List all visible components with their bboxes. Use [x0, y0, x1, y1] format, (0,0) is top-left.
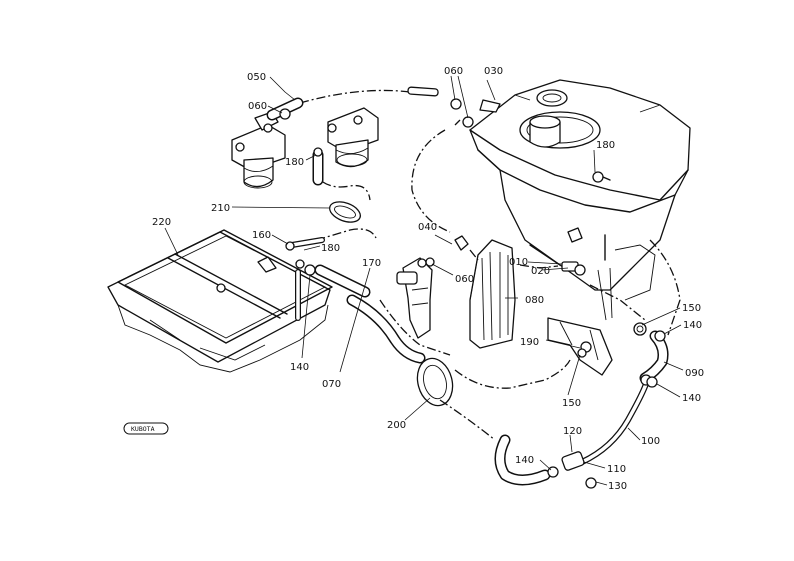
callout-060-left: 060 — [248, 101, 267, 112]
callout-190: 190 — [520, 337, 539, 348]
callout-210: 210 — [211, 203, 230, 214]
callout-180-base: 180 — [321, 243, 340, 254]
callout-080: 080 — [525, 295, 544, 306]
callout-060-mid: 060 — [455, 274, 474, 285]
callout-010: 010 — [509, 257, 528, 268]
small-fittings — [279, 98, 666, 388]
injection-pump — [396, 235, 469, 339]
callout-060-top: 060 — [444, 66, 463, 77]
callout-220: 220 — [152, 217, 171, 228]
callout-150-bracket: 150 — [562, 398, 581, 409]
callout-160: 160 — [252, 230, 271, 241]
callout-140-right-top: 140 — [683, 320, 702, 331]
callout-050: 050 — [247, 72, 266, 83]
hose-band-200 — [416, 357, 454, 407]
callout-070: 070 — [322, 379, 341, 390]
callout-170: 170 — [362, 258, 381, 269]
callout-110: 110 — [607, 464, 626, 475]
hose-clamp-210 — [329, 201, 361, 223]
callout-020: 020 — [531, 266, 550, 277]
callout-140-base: 140 — [290, 362, 309, 373]
callout-090: 090 — [685, 368, 704, 379]
fuel-tank-base-plate — [107, 229, 333, 373]
callout-180-tank: 180 — [596, 140, 615, 151]
tank-bracket — [547, 317, 613, 376]
stamp-text: KUBOTA — [131, 425, 155, 433]
fuel-tank — [469, 79, 691, 321]
fuel-hoses — [266, 97, 669, 486]
manufacturer-stamp: KUBOTA — [123, 422, 169, 435]
callout-130: 130 — [608, 481, 627, 492]
callout-140-bottom: 140 — [515, 455, 534, 466]
callout-labels: 050 060 060 030 180 180 210 220 160 180 … — [152, 66, 704, 492]
callout-040: 040 — [418, 222, 437, 233]
callout-120: 120 — [563, 426, 582, 437]
leader-lines — [164, 75, 684, 486]
fuel-filter-left — [231, 111, 286, 189]
callout-140-right-mid: 140 — [682, 393, 701, 404]
callout-030: 030 — [484, 66, 503, 77]
callout-180-filter: 180 — [285, 157, 304, 168]
callout-100: 100 — [641, 436, 660, 447]
tank-fittings — [561, 171, 647, 336]
fuel-filter-right — [327, 107, 379, 168]
engine-block — [469, 239, 516, 349]
fuel-lines — [299, 86, 681, 441]
callout-150-right: 150 — [682, 303, 701, 314]
callout-200: 200 — [387, 420, 406, 431]
